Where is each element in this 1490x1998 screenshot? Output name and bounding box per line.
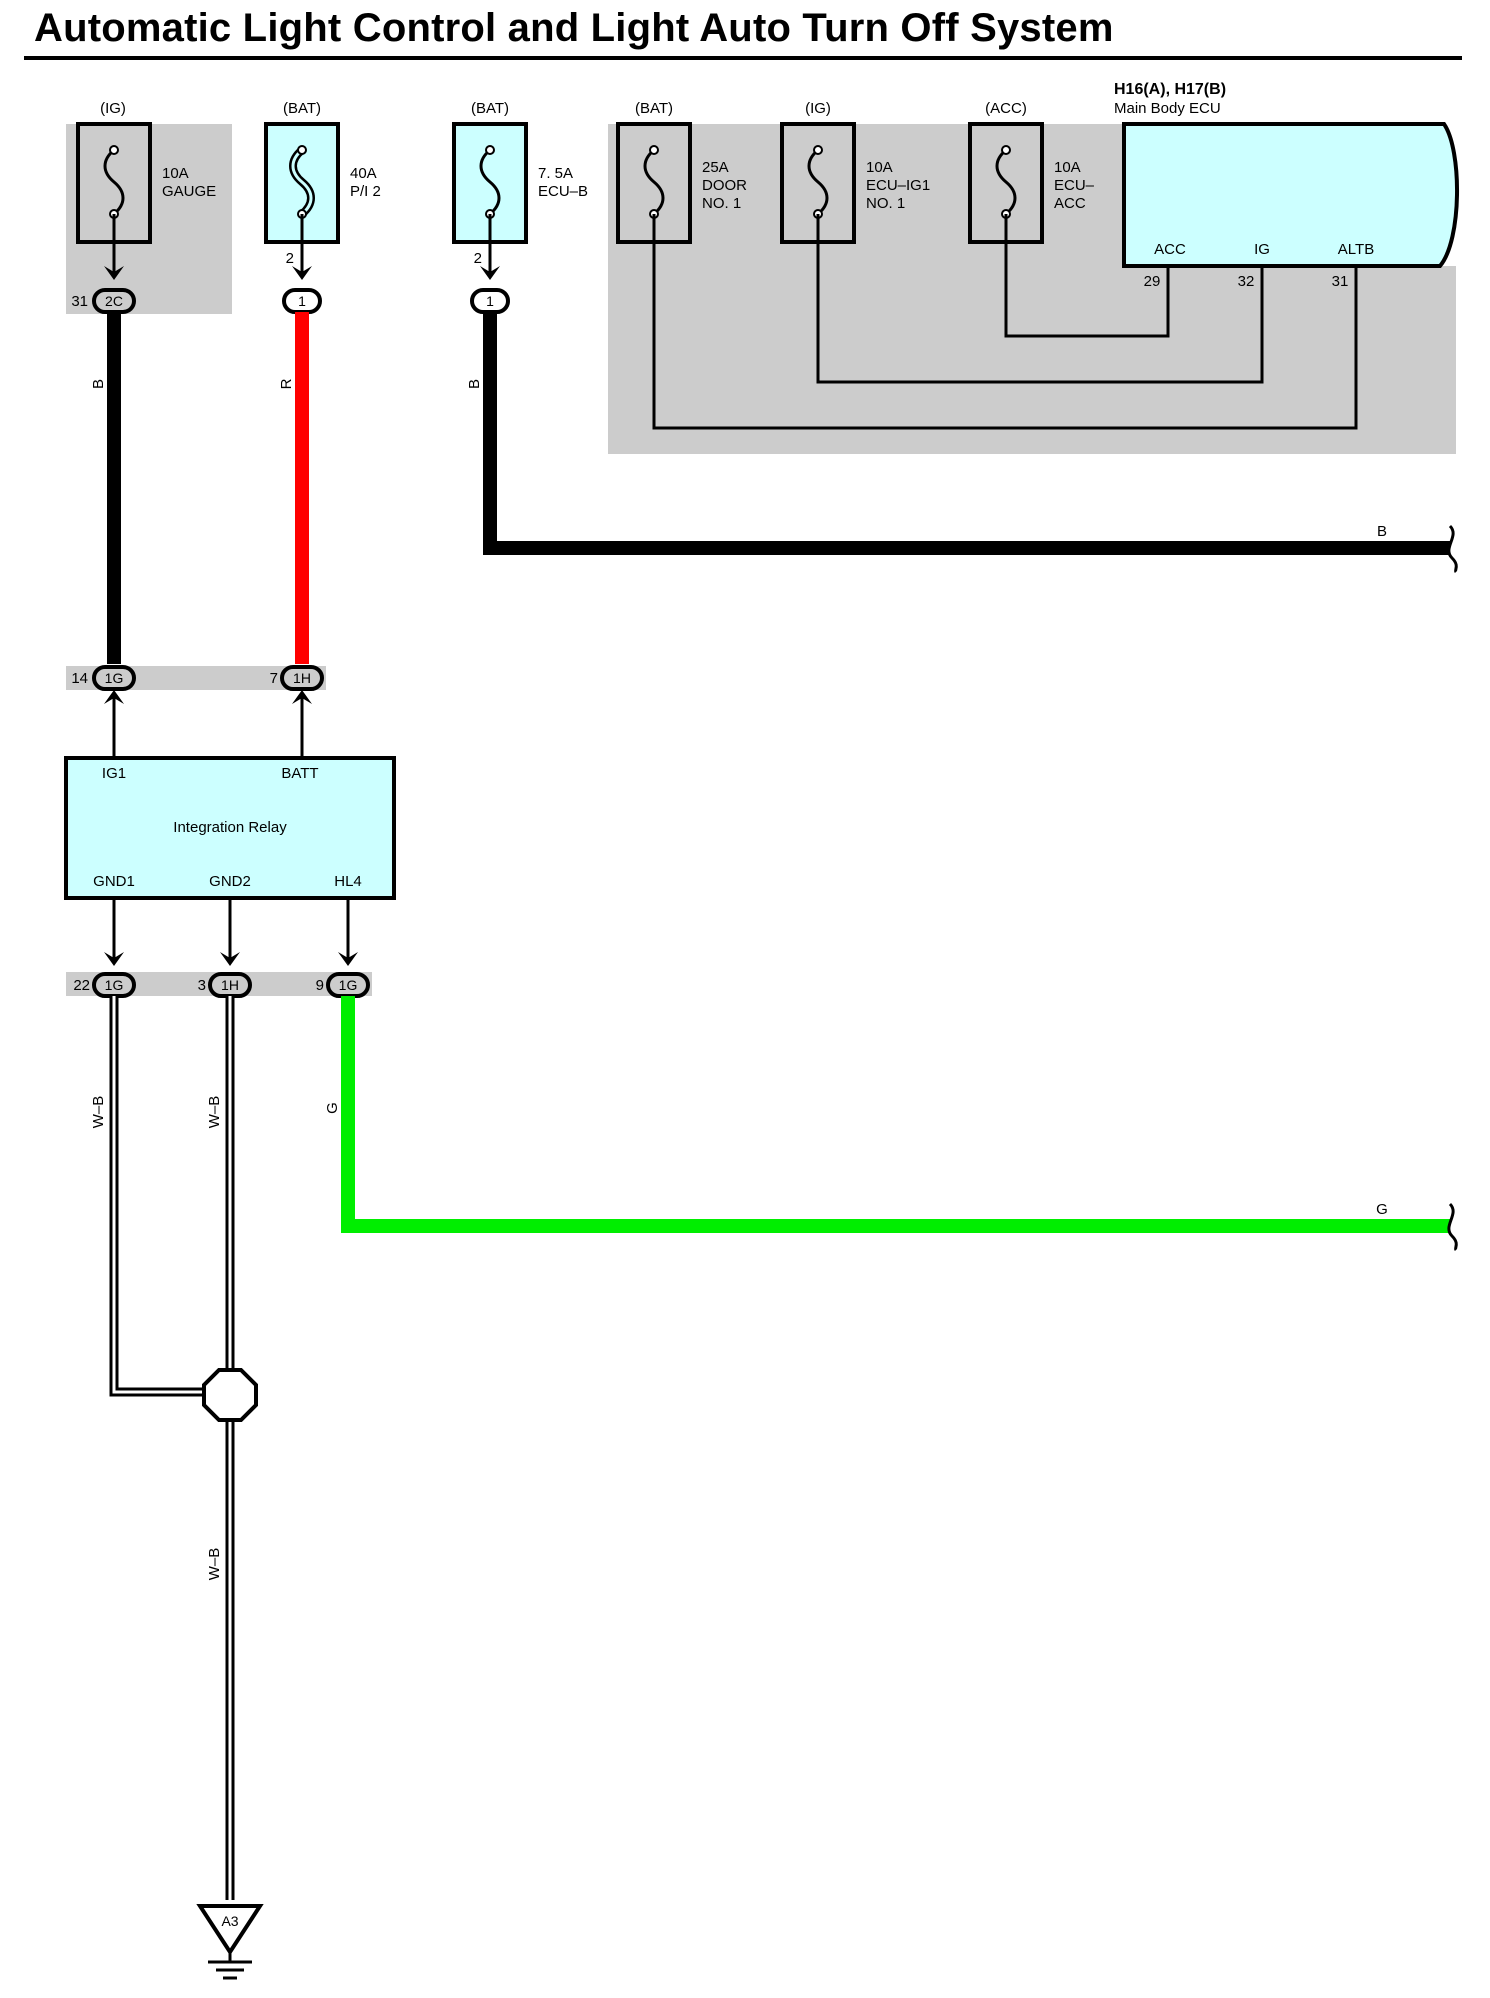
relay-top-pin-14: 14 [71, 670, 88, 687]
wire-hl4-g [341, 996, 1450, 1233]
relay-top-pin-7: 7 [270, 670, 278, 687]
relay-bottom-pin-22: 22 [73, 977, 90, 994]
fuse-door-source: (BAT) [635, 100, 673, 117]
fuse-ecu-acc-name: ECU– [1054, 177, 1095, 194]
fuse-ecu-ig1-name2: NO. 1 [866, 195, 905, 212]
integration-relay: IG1 BATT Integration Relay GND1 GND2 HL4 [64, 756, 396, 900]
fuse-ecu-acc-source: (ACC) [985, 100, 1027, 117]
main-ecu-name: Main Body ECU [1114, 100, 1221, 117]
relay-batt-terminal: BATT [281, 765, 318, 782]
wire-pi2-label: R [278, 378, 295, 389]
relay-top-connectors: 14 1G 7 1H [71, 665, 324, 691]
fuse-pi2: (BAT) 40A P/I 2 [264, 100, 381, 244]
wire-ecu-b-break-icon [1447, 524, 1458, 574]
ground-junction-icon [202, 1368, 258, 1422]
fuse-ecu-acc-rating: 10A [1054, 159, 1081, 176]
fuse-gauge-rating: 10A [162, 165, 189, 182]
wire-gnd1-label: W–B [90, 1096, 107, 1129]
main-ecu-connector: H16(A), H17(B) [1114, 81, 1226, 98]
fuse-ecu-b-source: (BAT) [471, 100, 509, 117]
ground-point-label: A3 [221, 1913, 238, 1929]
ecu-acc-pin: 29 [1144, 273, 1161, 290]
fuse-gauge: (IG) 10A GAUGE [76, 100, 216, 244]
relay-bottom-pin-9: 9 [316, 977, 324, 994]
wire-hl4-break-icon [1447, 1202, 1458, 1252]
fuse-ecu-b-name: ECU–B [538, 183, 588, 200]
wire-hl4-label: G [324, 1102, 341, 1114]
fuse-ecu-ig1-name: ECU–IG1 [866, 177, 930, 194]
fuse-ecu-b-rating: 7. 5A [538, 165, 573, 182]
ecu-altb-terminal: ALTB [1338, 241, 1374, 258]
fuse-ecu-acc-name2: ACC [1054, 195, 1086, 212]
main-body-ecu: H16(A), H17(B) Main Body ECU ACC IG ALTB… [1114, 81, 1460, 290]
fuse-ecu-b: (BAT) 7. 5A ECU–B [452, 100, 588, 244]
relay-top-arrows [104, 690, 312, 758]
ground-wires [109, 996, 235, 1900]
fuse-door-rating: 25A [702, 159, 729, 176]
fuse-ecu-b-pin: 2 [474, 250, 482, 267]
ground-point: A3 [196, 1904, 264, 1980]
fuse-door-name2: NO. 1 [702, 195, 741, 212]
ground-triangle-icon [196, 1904, 264, 1956]
wire-ecu-b-end-label: B [1377, 523, 1387, 540]
wire-ecu-b [483, 312, 1450, 555]
fuse-door-no1: (BAT) 25A DOOR NO. 1 [616, 100, 747, 244]
fuse-box-wiring [652, 214, 1358, 430]
fuse-ecu-ig1-rating: 10A [866, 159, 893, 176]
relay-top-conn-1g: 1G [105, 670, 124, 686]
fuse-pi2-pin: 2 [286, 250, 294, 267]
ecu-ig-terminal: IG [1254, 241, 1270, 258]
fuse-ecu-ig1-source: (IG) [805, 100, 831, 117]
relay-gnd2-terminal: GND2 [209, 873, 251, 890]
fuse-arrows [104, 266, 500, 280]
wire-hl4-end-label: G [1376, 1201, 1388, 1218]
relay-name: Integration Relay [173, 819, 287, 836]
relay-ig1-terminal: IG1 [102, 765, 126, 782]
ecu-altb-pin: 31 [1332, 273, 1349, 290]
fuse-gauge-source: (IG) [100, 100, 126, 117]
fuse-pi2-rating: 40A [350, 165, 377, 182]
relay-top-conn-1h: 1H [293, 670, 311, 686]
fuse-gauge-conn-pin: 31 [71, 293, 88, 310]
fuse-gauge-name: GAUGE [162, 183, 216, 200]
fuse-pi2-name: P/I 2 [350, 183, 381, 200]
relay-bottom-pin-3: 3 [198, 977, 206, 994]
fuse-door-name: DOOR [702, 177, 747, 194]
relay-hl4-terminal: HL4 [334, 873, 362, 890]
ecu-acc-terminal: ACC [1154, 241, 1186, 258]
conn-2c: 2C [105, 293, 123, 309]
relay-bottom-connectors: 22 1G 3 1H 9 1G [73, 972, 370, 998]
wire-ground-label: W–B [206, 1548, 223, 1581]
wire-ecu-b-label: B [466, 379, 483, 389]
relay-gnd1-terminal: GND1 [93, 873, 135, 890]
relay-bottom-conn-1h: 1H [221, 977, 239, 993]
relay-bottom-stubs [104, 898, 358, 966]
conn-1-ecu-b: 1 [486, 293, 494, 309]
ecu-ig-pin: 32 [1238, 273, 1255, 290]
diagram-title: Automatic Light Control and Light Auto T… [34, 6, 1114, 50]
relay-bottom-conn-1g-a: 1G [105, 977, 124, 993]
wire-gnd2-label: W–B [206, 1096, 223, 1129]
wire-gauge-label: B [90, 379, 107, 389]
conn-1-pi2: 1 [298, 293, 306, 309]
relay-bottom-conn-1g-b: 1G [339, 977, 358, 993]
fuse-pi2-source: (BAT) [283, 100, 321, 117]
fuse-stubs [112, 214, 492, 272]
